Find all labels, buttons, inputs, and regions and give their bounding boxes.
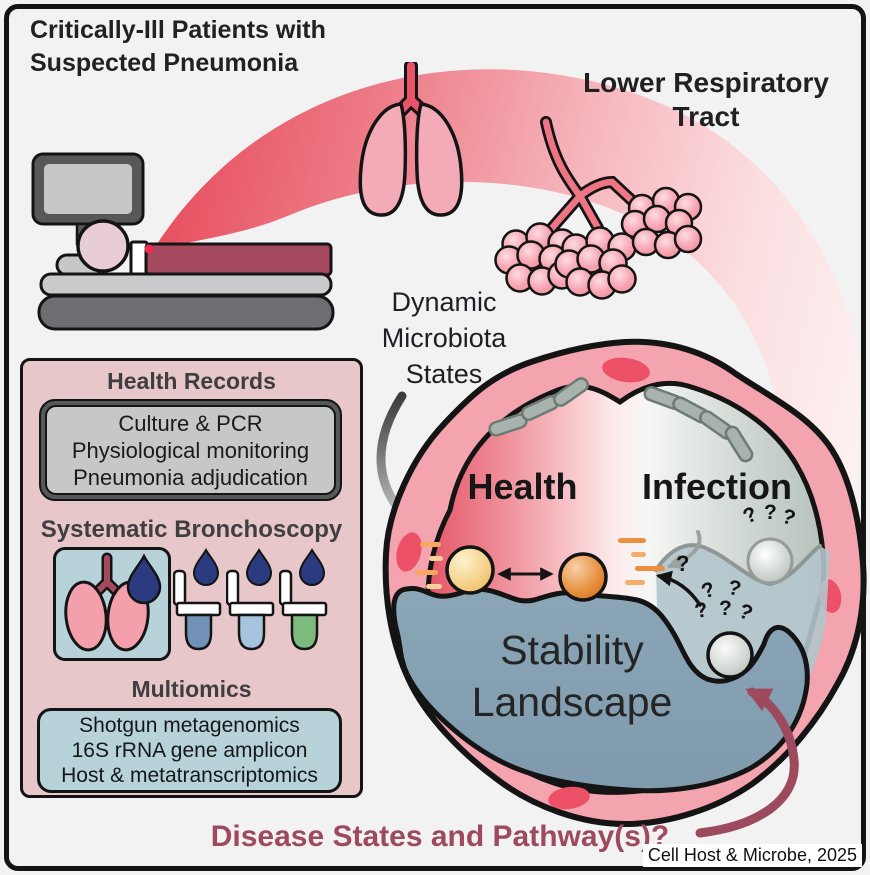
speed-dashes	[415, 538, 665, 589]
sample-tube-icon	[226, 547, 275, 651]
transition-state-ball	[558, 552, 608, 602]
dynamic-line2: Microbiota	[381, 323, 507, 353]
bronchiole	[542, 118, 644, 232]
lower-respiratory-tract-label: Lower Respiratory Tract	[556, 66, 856, 134]
disease-states-label: Disease States and Pathway(s)?	[210, 820, 670, 853]
question-mark: ?	[764, 501, 777, 524]
question-mark: ?	[676, 551, 690, 576]
stability-line1: Stability	[500, 627, 644, 673]
droplet-icon	[298, 547, 326, 586]
health-state-ball	[445, 545, 495, 595]
patient-bed-icon	[31, 152, 335, 331]
mattress	[39, 272, 333, 297]
bacteria-icon	[488, 377, 754, 463]
sample-tube-icon	[279, 547, 328, 651]
alveoli-icon	[494, 116, 703, 300]
transition-arrow-gray	[666, 530, 702, 570]
unstable-state-ball	[746, 537, 794, 585]
lungs-icon	[358, 62, 464, 217]
health-records-item: Culture & PCR	[118, 410, 263, 436]
alveoli-cluster	[494, 186, 703, 300]
infection-label: Infection	[642, 466, 792, 507]
multiomics-item: Shotgun metagenomics	[79, 714, 300, 737]
dynamic-line1: Dynamic	[391, 287, 497, 317]
disease-pathway-arrow	[695, 687, 799, 838]
droplet-icon	[192, 547, 220, 586]
question-mark: ?	[719, 597, 732, 620]
figure-title: Critically-Ill Patients with Suspected P…	[30, 14, 326, 80]
bronchoscopy-box	[53, 547, 171, 661]
multiomics-title: Multiomics	[131, 676, 252, 702]
left-lung-lobe	[358, 102, 408, 217]
shallow-valley-line	[654, 543, 822, 587]
bronchiole-outline	[540, 116, 646, 234]
health-records-list: Culture & PCR Physiological monitoring P…	[45, 405, 336, 495]
sample-dot	[144, 244, 154, 254]
sample-tube-icon	[173, 547, 222, 651]
dynamic-line3: States	[405, 359, 483, 389]
right-lung-lobe	[414, 102, 464, 217]
lavage-droplet-icon	[126, 553, 162, 605]
stability-landscape-label: Stability Landscape	[436, 624, 708, 728]
multiomics-box: Shotgun metagenomics 16S rRNA gene ampli…	[37, 708, 342, 793]
health-records-title: Health Records	[107, 368, 276, 394]
multiomics-item: 16S rRNA gene amplicon	[71, 739, 308, 762]
multiomics-item: Host & metatranscriptomics	[61, 764, 318, 787]
patient-head	[76, 219, 130, 273]
swoosh-path	[152, 69, 860, 560]
study-data-panel: Health Records Culture & PCR Physiologic…	[20, 358, 363, 798]
monitor-screen	[44, 164, 132, 214]
blanket	[144, 242, 333, 277]
health-records-item: Pneumonia adjudication	[73, 464, 308, 490]
stability-landscape-diagram	[382, 338, 867, 838]
bronchoscopy-lungs-icon	[64, 552, 162, 652]
disease-state-ball	[706, 631, 754, 679]
bronchoscopy-title: Systematic Bronchoscopy	[40, 516, 343, 543]
figure-title-line1: Critically-Ill Patients with	[30, 16, 326, 44]
stability-line2: Landscape	[471, 679, 673, 725]
health-records-box: Culture & PCR Physiological monitoring P…	[39, 399, 342, 501]
dynamic-microbiota-label: Dynamic Microbiota States	[358, 284, 530, 392]
transition-arrow-black	[655, 570, 702, 607]
lrt-line1: Lower Respiratory	[583, 67, 829, 98]
health-label: Health	[467, 466, 578, 507]
health-records-item: Physiological monitoring	[71, 437, 310, 463]
lrt-line2: Tract	[672, 101, 740, 132]
bed-base	[37, 294, 335, 331]
citation-label: Cell Host & Microbe, 2025	[642, 844, 862, 867]
droplet-icon	[245, 547, 273, 586]
figure-title-line2: Suspected Pneumonia	[30, 49, 299, 77]
